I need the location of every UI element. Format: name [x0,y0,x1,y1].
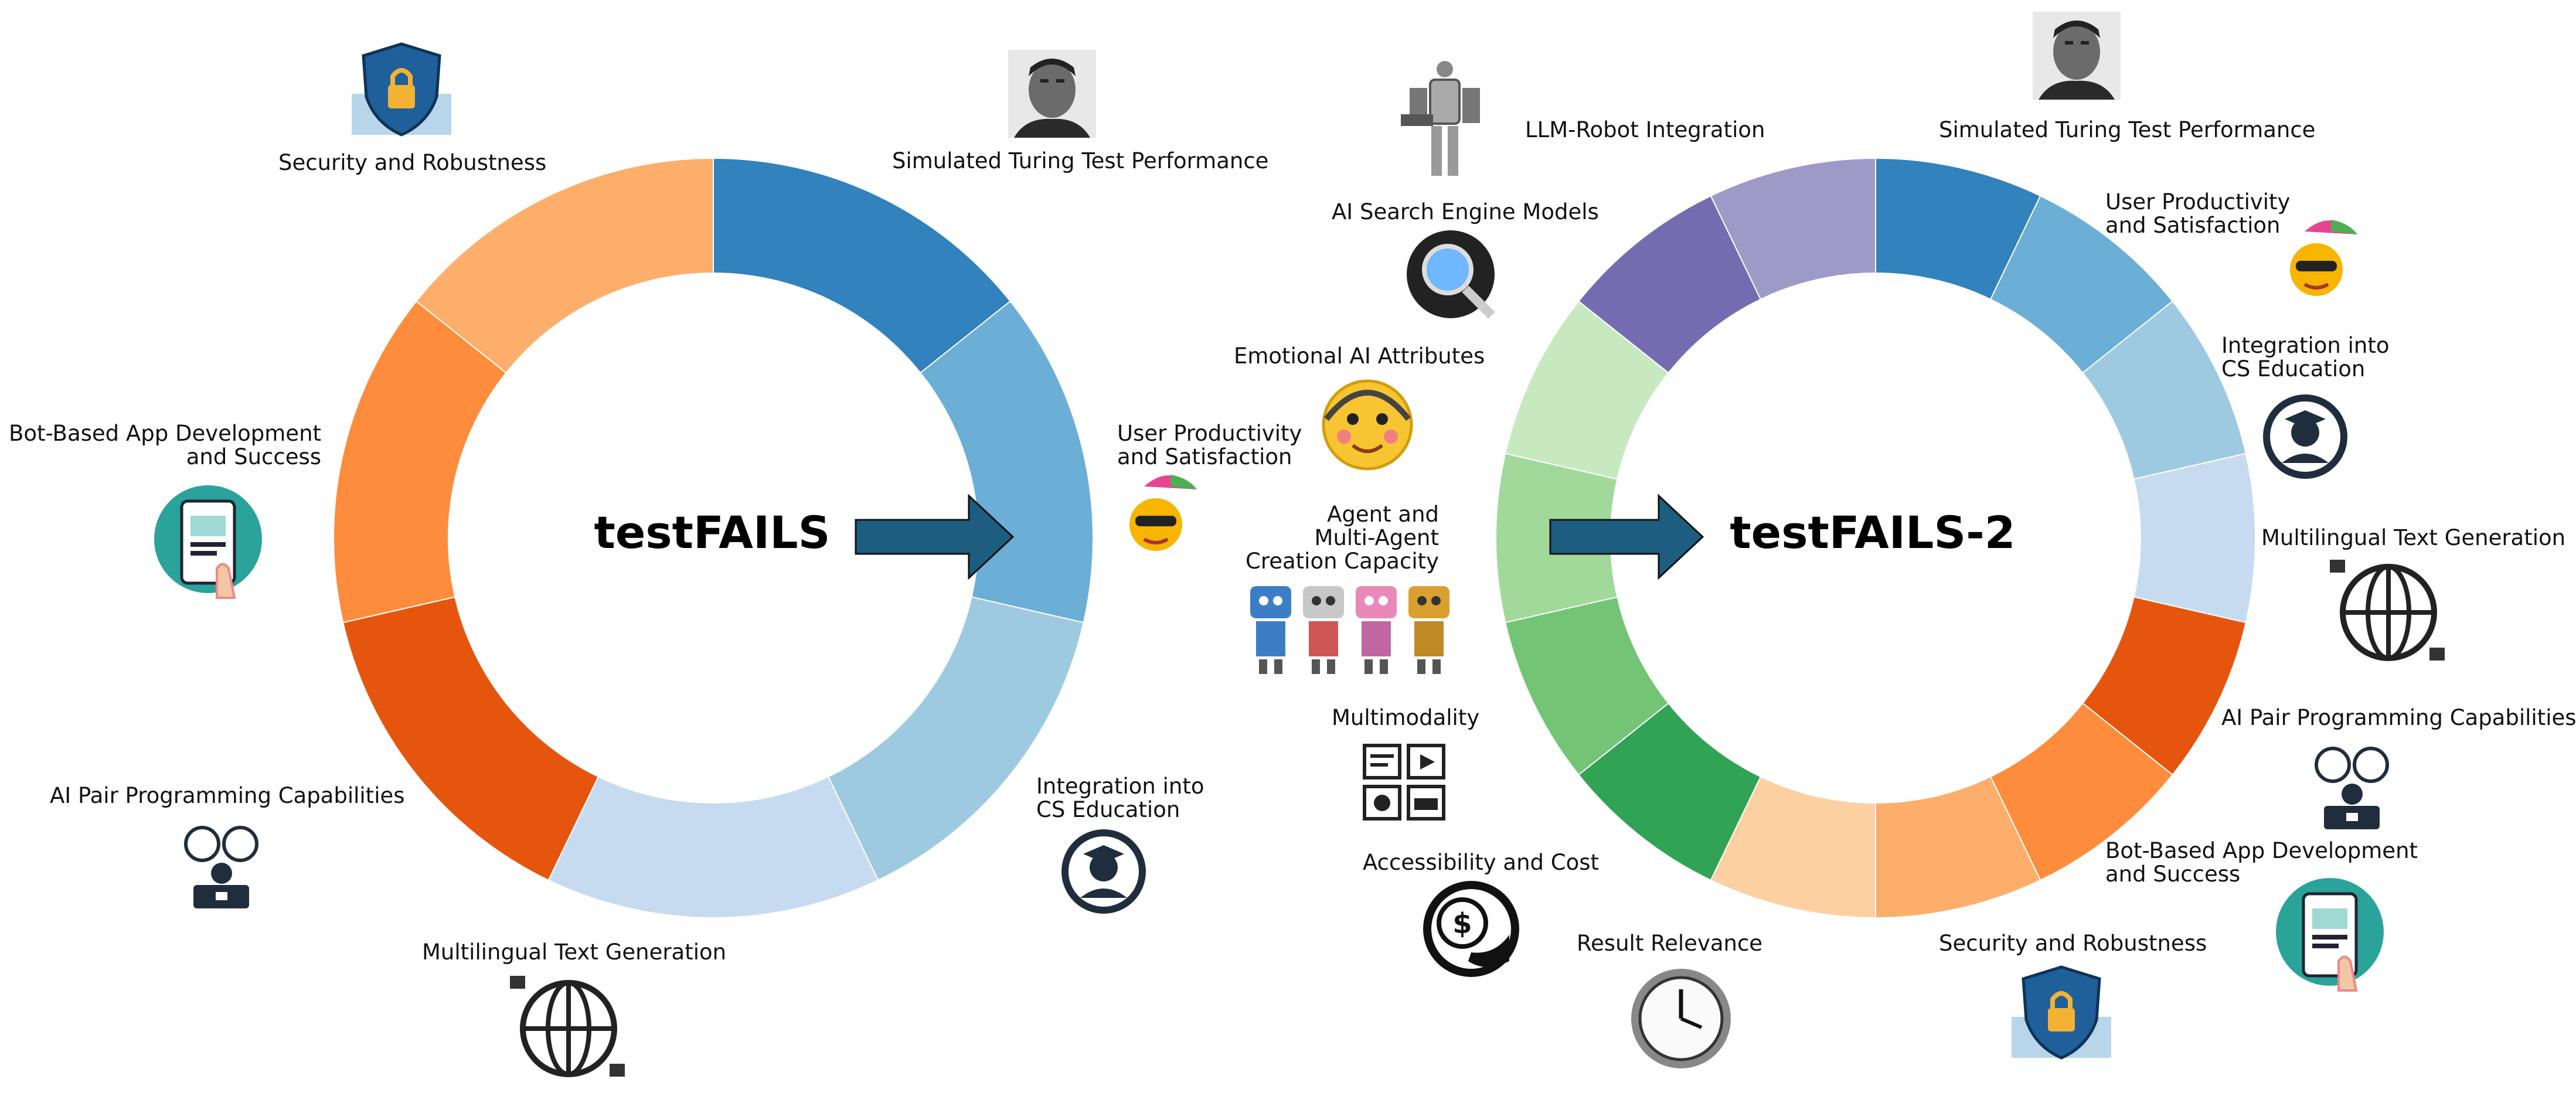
arrow-left [855,493,1015,580]
right-label-turing: Simulated Turing Test Performance [1939,117,2316,142]
app-phone-icon [2276,878,2384,992]
security-shield-icon [352,42,451,137]
robot-icon [1401,61,1480,176]
left-label-app-development: Bot-Based App Development and Success [9,421,322,469]
left-label-productivity: User Productivity and Satisfaction [1117,421,1302,469]
sun-umbrella-icon [2290,220,2357,296]
globe-icon [2330,560,2445,661]
robots-icon [1250,586,1449,674]
left-label-pair-programming: AI Pair Programming Capabilities [50,783,405,808]
app-phone-icon [154,485,262,599]
right-label-productivity: User Productivity and Satisfaction [2105,189,2291,238]
security-shield-icon [2012,965,2111,1060]
right-label-accessibility: Accessibility and Cost [1363,850,1600,875]
right-ring-segment-13 [1710,157,1876,301]
right-label-search-engine: AI Search Engine Models [1332,199,1599,224]
left-ring-segment-6 [415,157,714,374]
search-lens-icon [1407,230,1495,319]
right-label-education: Integration into CS Education [2221,333,2390,382]
left-label-security: Security and Robustness [278,150,547,175]
right-label-app-development: Bot-Based App Development and Success [2105,838,2418,887]
multimodal-icon [1363,744,1445,821]
left-label-multilingual: Multilingual Text Generation [422,939,727,965]
emoji-face-icon [1322,379,1413,471]
right-ring [1495,157,2256,919]
graduate-icon [1061,829,1146,914]
left-ring-segment-5 [333,300,508,624]
svg-text:$: $ [1452,907,1472,940]
dollar-coin-icon: $ [1423,881,1519,977]
right-ring-title: testFAILS-2 [1730,506,2015,559]
left-ring-segment-4 [342,596,600,881]
sun-umbrella-icon [1129,475,1197,551]
left-ring [333,157,1094,919]
turing-portrait-icon [1008,50,1096,138]
right-ring-segment-3 [2133,452,2256,624]
right-label-multimodality: Multimodality [1332,705,1480,730]
left-ring-title: testFAILS [594,506,831,559]
right-label-multilingual: Multilingual Text Generation [2261,525,2566,550]
left-label-turing: Simulated Turing Test Performance [892,148,1269,173]
left-label-education: Integration into CS Education [1036,774,1204,822]
left-ring-segment-2 [827,596,1084,881]
arrow-right [1549,493,1704,580]
left-ring-segment-3 [547,775,879,919]
left-ring-segment-0 [713,157,1012,374]
globe-icon [510,976,625,1077]
clock-icon [1631,969,1731,1068]
right-label-security: Security and Robustness [1939,931,2207,956]
turing-portrait-icon [2033,12,2121,100]
right-label-agent-creation: Agent and Multi-Agent Creation Capacity [1246,502,1440,574]
programmer-icon [2315,747,2389,829]
right-label-robot-integration: LLM-Robot Integration [1525,117,1765,142]
graduate-icon [2263,394,2347,479]
programmer-icon [184,826,258,908]
left-ring-segment-1 [919,300,1094,624]
right-label-result-relevance: Result Relevance [1577,931,1763,956]
right-label-pair-programming: AI Pair Programming Capabilities [2221,705,2576,730]
right-label-emotional-ai: Emotional AI Attributes [1234,343,1485,369]
